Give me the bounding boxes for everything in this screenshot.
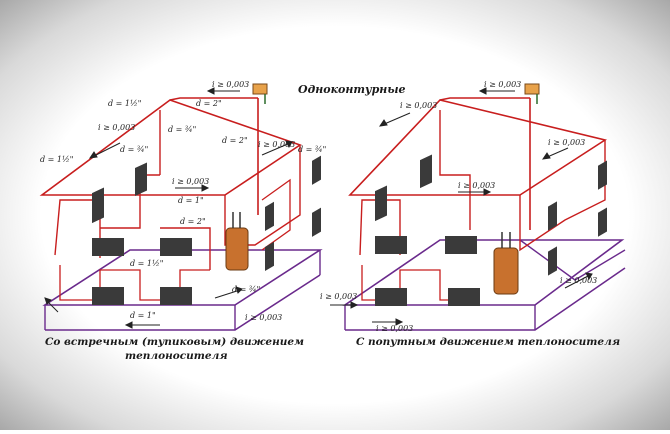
radiator: [375, 288, 407, 306]
radiator: [92, 187, 104, 224]
left-boiler: [225, 227, 249, 271]
arrow-head: [350, 301, 359, 309]
arrow: [214, 289, 241, 299]
left-label-d112-low: d = 1½": [130, 259, 163, 268]
left-label-d1-mid: d = 1": [178, 196, 204, 205]
radiator: [420, 154, 432, 189]
left-label-d2-low: d = 2": [180, 217, 206, 226]
arrow-head: [285, 140, 293, 149]
left-label-i-mid: i ≥ 0,003: [172, 177, 209, 186]
arrow-head: [235, 286, 243, 294]
left-label-d112-left: d = 1½": [40, 155, 73, 164]
arrow-head: [395, 318, 404, 326]
right-riser-to-roof: [439, 97, 530, 101]
left-system: i ≥ 0,003 d = 2" d = 1½" d = ¾" i ≥ 0,00…: [39, 80, 326, 362]
left-label-i-left: i ≥ 0,003: [98, 123, 135, 132]
radiator: [312, 155, 321, 185]
right-label-i-low-right: i ≥ 0,003: [560, 276, 597, 285]
right-label-i-left: i ≥ 0,003: [400, 101, 437, 110]
left-radiators: [92, 155, 321, 305]
left-riser-to-roof: [169, 97, 258, 101]
right-boiler: [493, 247, 519, 295]
arrow: [381, 112, 411, 126]
right-expansion-tank: [524, 83, 540, 95]
radiator: [312, 207, 321, 237]
left-label-d34-right: d = ¾": [298, 145, 326, 154]
right-inner-red-2: [439, 110, 471, 230]
arrow: [91, 142, 121, 158]
left-ground-red: [59, 265, 210, 301]
radiator: [265, 201, 274, 232]
radiator: [548, 246, 557, 276]
radiator: [448, 288, 480, 306]
radiator: [598, 160, 607, 190]
radiator: [92, 287, 124, 305]
arrow-head: [378, 119, 388, 127]
left-mid-red: [100, 174, 160, 229]
radiator: [375, 236, 407, 254]
right-arrows: [330, 87, 593, 326]
left-label-i-bottom: i ≥ 0,003: [245, 313, 282, 322]
left-label-d1-bottom: d = 1": [130, 311, 156, 320]
arrow-head: [44, 297, 52, 305]
radiator: [265, 241, 274, 272]
right-label-i-top: i ≥ 0,003: [484, 80, 521, 89]
left-right-wall-red: [224, 145, 301, 246]
radiator: [92, 238, 124, 256]
left-label-d2-mid: d = 2": [222, 136, 248, 145]
arrow-head: [585, 272, 593, 281]
arrow-head: [124, 321, 133, 329]
left-label-d2-top: d = 2": [196, 99, 222, 108]
left-label-d112-top: d = 1½": [108, 99, 141, 108]
arrow-head: [483, 188, 492, 196]
right-system: i ≥ 0,003 i ≥ 0,003 i ≥ 0,003 i ≥ 0,003 …: [320, 80, 626, 348]
left-label-d34-a: d = ¾": [120, 145, 148, 154]
right-caption-line1: С попутным движением теплоносителя: [356, 336, 620, 348]
right-side-red: [519, 140, 606, 252]
radiator: [445, 236, 477, 254]
arrow-head: [541, 152, 551, 160]
right-radiators: [375, 154, 607, 306]
left-label-d34-low: d = ¾": [232, 285, 260, 294]
right-return-diag: [519, 239, 626, 281]
left-right-wall-red-2: [261, 178, 291, 251]
left-label-d34-top: d = ¾": [168, 125, 196, 134]
right-label-i-mid: i ≥ 0,003: [458, 181, 495, 190]
radiator: [598, 207, 607, 237]
arrow-head: [201, 184, 210, 192]
radiator: [375, 185, 387, 222]
radiator: [160, 287, 192, 305]
radiator: [160, 238, 192, 256]
radiator: [548, 201, 557, 231]
left-arrows: [44, 87, 293, 329]
right-label-i-right: i ≥ 0,003: [548, 138, 585, 147]
right-label-i-low-left: i ≥ 0,003: [320, 292, 357, 301]
left-caption-line1: Со встречным (тупиковым) движением: [45, 336, 304, 348]
left-upper-floor-red: [54, 199, 101, 258]
arrow-head: [478, 87, 487, 95]
arrow: [261, 142, 291, 156]
left-mid-red-2: [160, 227, 211, 270]
arrow-head: [88, 151, 98, 159]
left-caption-line2: теплоносителя: [125, 350, 228, 362]
arrow: [564, 274, 591, 289]
left-expansion-tank: [252, 83, 268, 95]
left-label-i-top: i ≥ 0,003: [212, 80, 249, 89]
right-label-i-bottom: i ≥ 0,003: [376, 324, 413, 333]
right-ground-red: [361, 265, 480, 301]
arrow-head: [206, 87, 215, 95]
radiator: [135, 162, 147, 197]
diagram-title: Одноконтурные: [298, 83, 406, 96]
left-label-i-mid-right: i ≥ 0,003: [258, 140, 295, 149]
